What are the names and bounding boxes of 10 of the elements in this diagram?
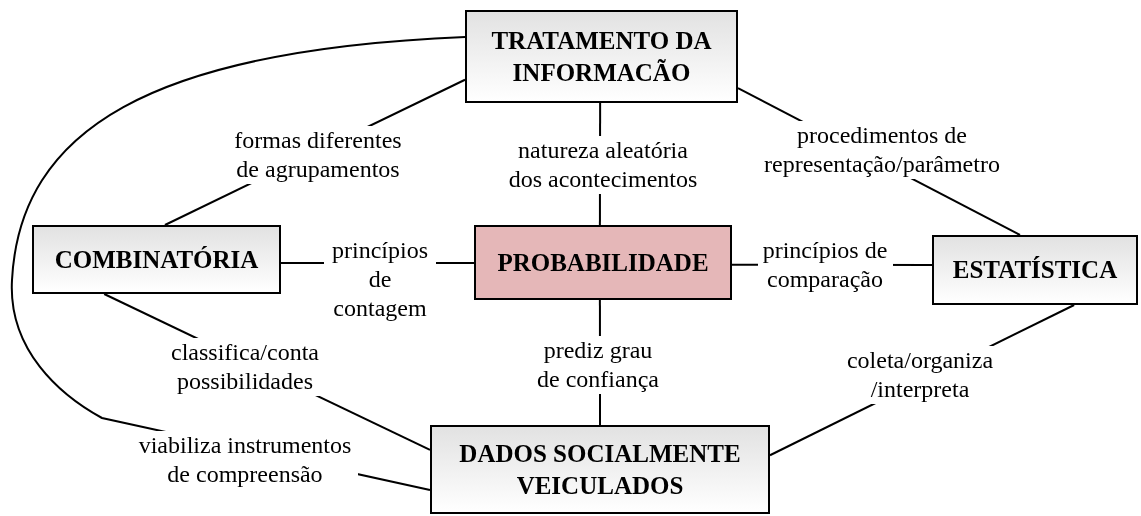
concept-box (430, 425, 770, 514)
concept-title: TRATAMENTO DA INFORMACÃO (490, 25, 713, 88)
concept-box (932, 235, 1138, 305)
concept-box (474, 225, 732, 300)
concept-title: PROBABILIDADE (496, 247, 710, 278)
concept-box (32, 225, 281, 294)
concept-title: COMBINATÓRIA (53, 244, 260, 275)
concept-box (465, 10, 738, 103)
concept-title: ESTATÍSTICA (951, 255, 1119, 285)
concept-title: DADOS SOCIALMENTE VEICULADOS (458, 438, 742, 501)
